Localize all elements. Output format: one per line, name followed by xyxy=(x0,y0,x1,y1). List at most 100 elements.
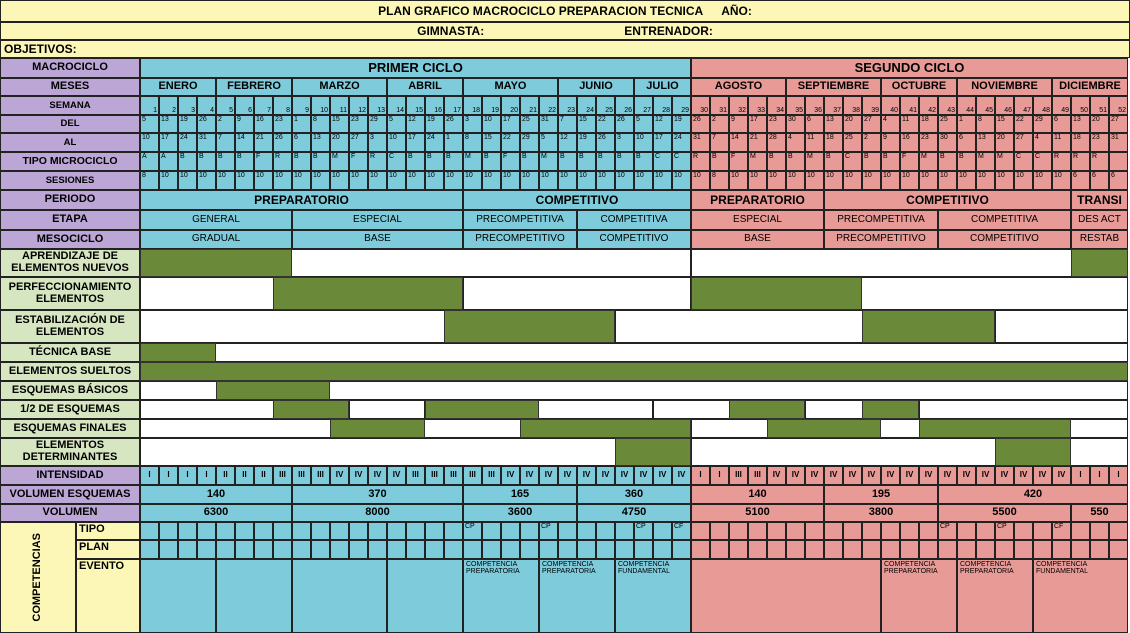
weeks-cell: 42 xyxy=(919,96,938,115)
del-cell: 18 xyxy=(919,115,938,133)
etapa-cell: COMPETITIVA xyxy=(938,210,1071,230)
intensidad-cell: III xyxy=(311,466,330,485)
al-cell: 6 xyxy=(292,133,311,152)
sesiones-cell: 10 xyxy=(786,171,805,190)
sesiones-cell: 10 xyxy=(539,171,558,190)
element-track xyxy=(995,310,1128,343)
al-cell: 28 xyxy=(767,133,786,152)
mesociclo-cell: PRECOMPETITIVO xyxy=(463,230,577,249)
del-cell: 15 xyxy=(577,115,596,133)
weeks-cell: 36 xyxy=(805,96,824,115)
tipo_micro-cell: M xyxy=(995,152,1014,171)
tipo_micro-cell: B xyxy=(311,152,330,171)
competencia-plan-cell xyxy=(786,540,805,559)
tipo_micro-cell: B xyxy=(710,152,729,171)
al-cell: 14 xyxy=(235,133,254,152)
intensidad-cell: II xyxy=(254,466,273,485)
volumen-cell: 550 xyxy=(1071,504,1128,522)
weeks-cell: 47 xyxy=(1014,96,1033,115)
month-diciembre: DICIEMBRE xyxy=(1052,78,1128,96)
competencia-tipo-cell xyxy=(862,522,881,540)
competencia-plan-cell xyxy=(406,540,425,559)
etapa-cell: GENERAL xyxy=(140,210,292,230)
intensidad-cell: IV xyxy=(1033,466,1052,485)
mesociclo-cell: PRECOMPETITIVO xyxy=(824,230,938,249)
competencia-tipo-cell xyxy=(292,522,311,540)
sesiones-cell: 10 xyxy=(1052,171,1071,190)
al-cell: 9 xyxy=(881,133,900,152)
month-mayo: MAYO xyxy=(463,78,558,96)
tipo_micro-cell: B xyxy=(596,152,615,171)
competencias-vertical-label: COMPETENCIAS xyxy=(31,533,44,622)
competencia-plan-cell xyxy=(1109,540,1128,559)
intensidad-cell: I xyxy=(710,466,729,485)
volumen-esquemas-cell: 165 xyxy=(463,485,577,504)
row-label-sesiones: SESIONES xyxy=(0,171,140,190)
tipo_micro-cell: F xyxy=(900,152,919,171)
row-label-evento: EVENTO xyxy=(76,559,140,633)
sesiones-cell: 10 xyxy=(178,171,197,190)
sesiones-cell: 10 xyxy=(520,171,539,190)
intensidad-cell: IV xyxy=(995,466,1014,485)
tipo_micro-cell: B xyxy=(235,152,254,171)
competencia-tipo-cell xyxy=(140,522,159,540)
intensidad-cell: IV xyxy=(824,466,843,485)
competencia-plan-cell xyxy=(824,540,843,559)
intensidad-cell: IV xyxy=(786,466,805,485)
volumen-esquemas-cell: 370 xyxy=(292,485,463,504)
intensidad-cell: III xyxy=(729,466,748,485)
intensidad-cell: IV xyxy=(330,466,349,485)
volumen-esquemas-cell: 360 xyxy=(577,485,691,504)
competencia-plan-cell xyxy=(1090,540,1109,559)
mesociclo-cell: GRADUAL xyxy=(140,230,292,249)
competencia-plan-cell xyxy=(1033,540,1052,559)
intensidad-cell: I xyxy=(159,466,178,485)
al-cell: 31 xyxy=(1109,133,1128,152)
tipo_micro-cell: B xyxy=(767,152,786,171)
competencia-plan-cell xyxy=(900,540,919,559)
intensidad-cell: III xyxy=(292,466,311,485)
competencia-tipo-cell: CP xyxy=(995,522,1014,540)
competencia-plan-cell xyxy=(178,540,197,559)
competencia-tipo-cell xyxy=(615,522,634,540)
mesociclo-cell: COMPETITIVO xyxy=(938,230,1071,249)
element-track xyxy=(349,400,425,419)
month-abril: ABRIL xyxy=(387,78,463,96)
weeks-cell: 4 xyxy=(197,96,216,115)
month-septiembre: SEPTIEMBRE xyxy=(786,78,881,96)
del-cell: 12 xyxy=(406,115,425,133)
intensidad-cell: IV xyxy=(1014,466,1033,485)
sesiones-cell: 10 xyxy=(938,171,957,190)
weeks-cell: 33 xyxy=(748,96,767,115)
intensidad-cell: III xyxy=(273,466,292,485)
sesiones-cell: 10 xyxy=(919,171,938,190)
competencia-tipo-cell: CF xyxy=(1052,522,1071,540)
competencia-plan-cell xyxy=(653,540,672,559)
volumen-esquemas-cell: 195 xyxy=(824,485,938,504)
al-cell: 24 xyxy=(178,133,197,152)
competencia-plan-cell xyxy=(1014,540,1033,559)
competencia-plan-cell xyxy=(292,540,311,559)
mesociclo-cell: BASE xyxy=(292,230,463,249)
month-agosto: AGOSTO xyxy=(691,78,786,96)
tipo_micro-cell: F xyxy=(349,152,368,171)
competencia-tipo-cell xyxy=(330,522,349,540)
competencia-tipo-cell xyxy=(216,522,235,540)
month-marzo: MARZO xyxy=(292,78,387,96)
periodo-cell: COMPETITIVO xyxy=(463,190,691,210)
competencia-plan-cell xyxy=(349,540,368,559)
competencia-plan-cell xyxy=(691,540,710,559)
tipo_micro-cell: B xyxy=(577,152,596,171)
al-cell: 17 xyxy=(653,133,672,152)
tipo_micro-cell: C xyxy=(1033,152,1052,171)
month-julio: JULIO xyxy=(634,78,691,96)
volumen-cell: 5500 xyxy=(938,504,1071,522)
al-cell: 27 xyxy=(349,133,368,152)
competencia-plan-cell xyxy=(216,540,235,559)
competencia-plan-cell xyxy=(558,540,577,559)
sesiones-cell: 10 xyxy=(444,171,463,190)
weeks-cell: 46 xyxy=(995,96,1014,115)
competencia-tipo-cell xyxy=(596,522,615,540)
competencia-plan-cell xyxy=(330,540,349,559)
del-cell: 4 xyxy=(881,115,900,133)
